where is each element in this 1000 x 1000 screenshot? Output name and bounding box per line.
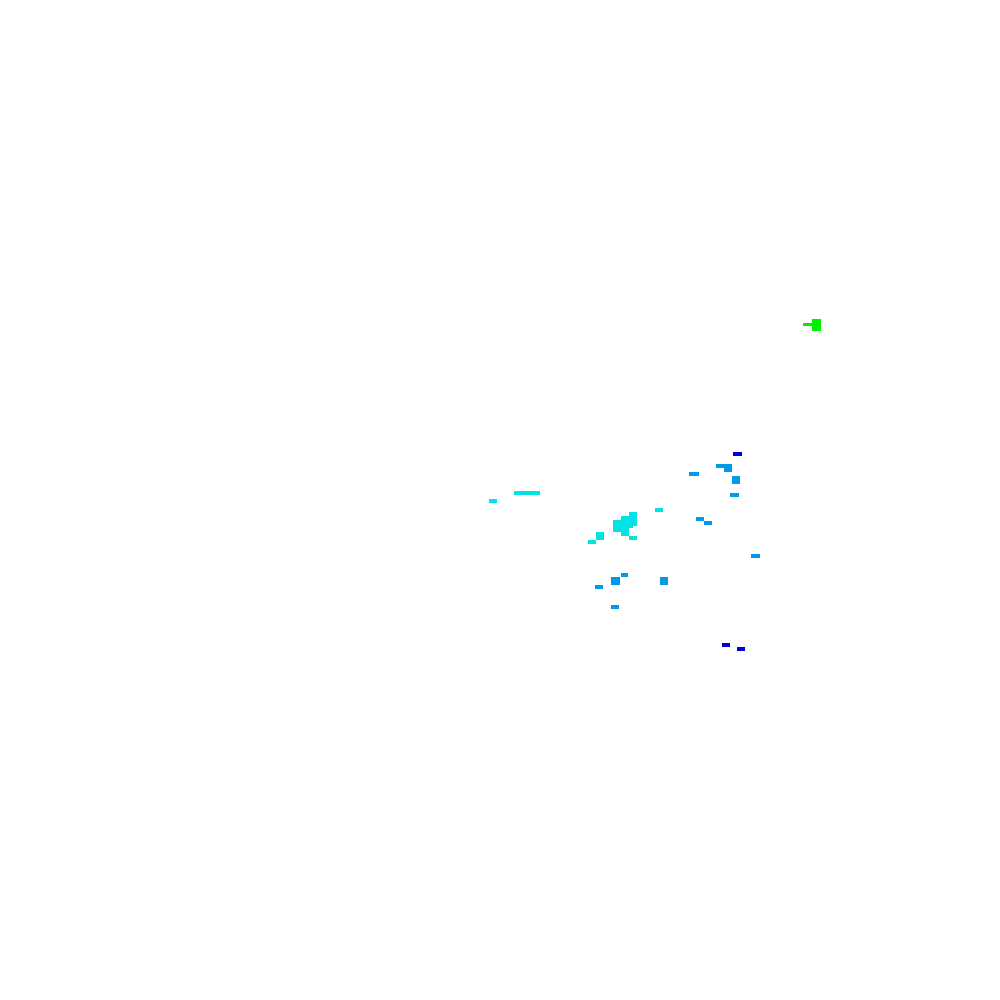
azure-mark [621,573,628,577]
azure-mark [696,517,704,521]
cyan-mark [655,508,663,512]
azure-mark [732,476,740,484]
azure-mark [660,577,668,585]
azure-mark [595,585,603,589]
cyan-mark [629,536,637,540]
cyan-mark [629,512,637,526]
cyan-mark [489,499,497,503]
azure-mark [751,554,760,558]
azure-mark [689,472,699,476]
green-mark [803,323,813,326]
cyan-mark [621,528,629,536]
azure-mark [611,577,620,585]
blue-mark [722,643,730,647]
green-mark [812,319,821,331]
azure-mark [704,521,712,525]
azure-mark [611,605,619,609]
blue-mark [733,452,742,456]
azure-mark [724,466,732,472]
azure-mark [730,493,739,497]
cyan-mark [514,491,540,495]
blue-mark [737,647,745,651]
cyan-mark [588,540,596,544]
cyan-mark [596,532,604,540]
